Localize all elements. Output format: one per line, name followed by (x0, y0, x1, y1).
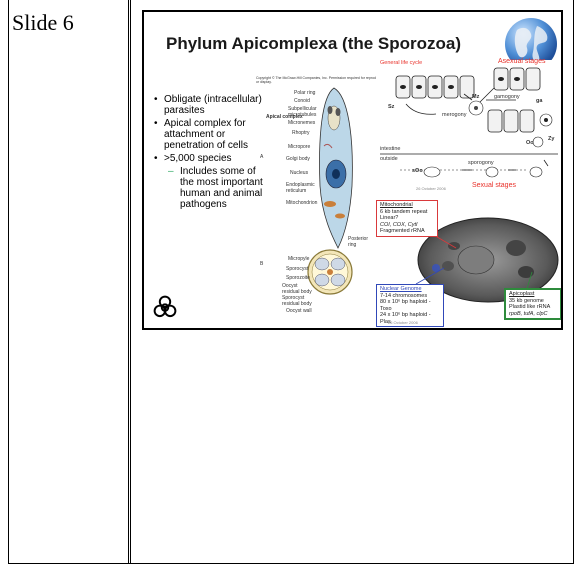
label-b: B (260, 261, 263, 267)
label-mitochondrion: Mitochondrion (286, 200, 317, 206)
label-zy: Zy (548, 136, 554, 142)
label-sporogony: sporogony (468, 160, 494, 166)
label-mz: Mz (472, 94, 479, 100)
label-oocyst-wall: Oocyst wall (286, 308, 312, 314)
label-ga: ga (536, 98, 542, 104)
label-conoid: Conoid (294, 98, 310, 104)
label-subpellicular-microtubules: Subpellicular microtubules (288, 106, 322, 118)
label-oocyst-residual-body: Oocyst residual body (282, 283, 312, 295)
label-endoplasmic-reticulum: Endoplasmic reticulum (286, 182, 320, 194)
mitochondrial-callout: Mitochondrial 6 kb tandem repeat Linear?… (376, 200, 438, 237)
mitochondrial-line: Fragmented rRNA (380, 228, 434, 235)
label-nucleus: Nucleus (290, 170, 308, 176)
sub-bullet-item: –Includes some of the most important hum… (168, 166, 264, 210)
label-merogony: merogony (442, 112, 466, 118)
slide-thumbnail[interactable]: Phylum Apicomplexa (the Sporozoa) •Oblig… (142, 10, 563, 330)
micrograph-date: 26 October 2006 (388, 320, 418, 325)
apicoplast-callout: Apicoplast 35 kb genome Plastid like rRN… (504, 288, 562, 320)
life-cycle-figure: General life cycle Asexual stages Sz Mz … (376, 60, 562, 196)
table-divider (130, 0, 131, 563)
micrograph-figure: Mitochondrial 6 kb tandem repeat Linear?… (376, 200, 562, 328)
label-rhoptry: Rhoptry (292, 130, 310, 136)
label-asexual-stages: Asexual stages (498, 58, 548, 65)
label-sz: Sz (388, 104, 394, 110)
label-polar-ring: Polar ring (294, 90, 315, 96)
label-gamogony: gamogony (494, 94, 520, 100)
label-soo: sOo (412, 168, 423, 174)
label-micropore: Micropore (288, 144, 310, 150)
slide-number-label: Slide 6 (12, 10, 74, 36)
bullet-list: •Obligate (intracellular) parasites •Api… (154, 94, 264, 210)
apicoplast-line: rpoB, tufA, clpC (509, 311, 557, 318)
label-posterior-ring: Posterior ring (348, 236, 374, 248)
slide-title: Phylum Apicomplexa (the Sporozoa) (166, 34, 461, 54)
label-intestine: intestine (380, 146, 401, 152)
label-micronemes: Micronemes (288, 120, 315, 126)
bullet-item: •Obligate (intracellular) parasites (154, 94, 264, 116)
life-cycle-date: 26 October 2006 (416, 186, 446, 191)
label-sporocyst-residual-body: Sporocyst residual body (282, 295, 314, 307)
label-a: A (260, 154, 263, 160)
label-sexual-stages: Sexual stages (472, 182, 516, 189)
apicomplexa-cell-diagram: Copyright © The McGraw-Hill Companies, I… (256, 76, 376, 326)
bullet-item: •>5,000 species (154, 153, 264, 164)
life-cycle-illustration (376, 60, 562, 196)
label-golgi-body: Golgi body (286, 156, 310, 162)
label-micropyle: Micropyle (288, 256, 309, 262)
label-sporozoite: Sporozoite (286, 275, 310, 281)
apicoplast-line: Plastid like rRNA (509, 304, 557, 311)
nuclear-genome-line: 80 x 10⁶ bp haploid - Toxo (380, 299, 440, 312)
biohazard-icon (152, 294, 178, 320)
label-oo: Oo (526, 140, 534, 146)
label-sporocyst: Sporocyst (286, 266, 308, 272)
label-general-life-cycle: General life cycle (380, 60, 422, 66)
table-divider (128, 0, 129, 563)
label-outside: outside (380, 156, 398, 162)
bullet-item: •Apical complex for attachment or penetr… (154, 118, 264, 151)
